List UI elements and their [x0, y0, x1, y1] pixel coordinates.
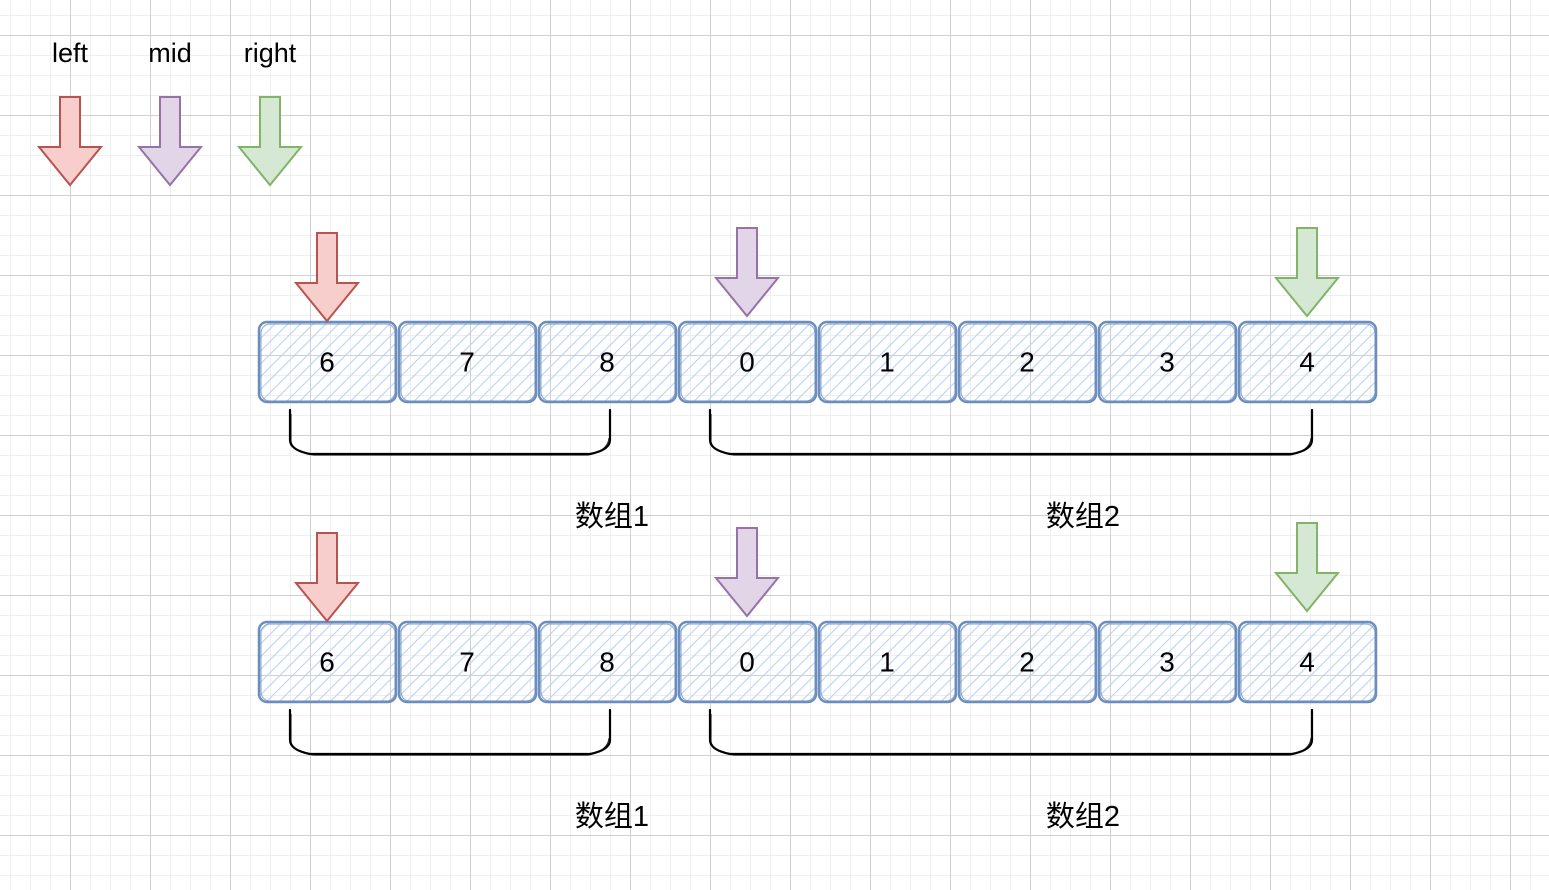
array-cell: 8 — [537, 320, 678, 404]
pointer-mid-arrow-icon — [713, 527, 781, 618]
array-cell-box — [817, 320, 958, 404]
legend-label-right: right — [243, 38, 297, 68]
array-row-2: 6 7 8 0 1 2 3 4 — [257, 522, 1378, 756]
array-cell-box — [677, 320, 818, 404]
array-cell-value: 1 — [879, 347, 895, 378]
array-cell-sketch — [960, 623, 1096, 702]
array-cell-sketch — [1100, 623, 1236, 702]
group-brace — [288, 708, 612, 756]
array-cell-value: 3 — [1159, 347, 1175, 378]
array-cell: 4 — [1237, 320, 1378, 404]
legend-arrow-left-icon — [36, 96, 104, 187]
legend-label-left: left — [51, 38, 89, 68]
array-cell-value: 2 — [1019, 347, 1035, 378]
legend-arrow-right-icon — [236, 96, 304, 187]
array-cell-sketch — [1100, 323, 1236, 402]
array-cell: 7 — [397, 320, 538, 404]
array-cell-box — [397, 320, 538, 404]
array-cell: 2 — [957, 620, 1098, 704]
array-cell: 6 — [257, 320, 398, 404]
array-cell-value: 0 — [739, 347, 755, 378]
group-label-array1-row1: 数组1 — [574, 501, 650, 533]
array-cell-value: 1 — [879, 647, 895, 678]
array-cell-box — [1237, 320, 1378, 404]
legend-arrow-mid-icon — [136, 96, 204, 187]
array-cell-box — [537, 620, 678, 704]
legend-label-mid: mid — [148, 38, 192, 68]
array-cell: 8 — [537, 620, 678, 704]
array-cell-sketch — [260, 623, 396, 702]
array-cell-value: 7 — [459, 647, 475, 678]
array-cell-value: 6 — [319, 647, 335, 678]
array-cell: 3 — [1097, 620, 1238, 704]
array-cell-sketch — [540, 323, 676, 402]
array-cell-value: 4 — [1299, 647, 1315, 678]
array-cell: 6 — [257, 620, 398, 704]
pointer-right-arrow-icon — [1273, 227, 1341, 318]
group-label-array2-row2: 数组2 — [1045, 801, 1121, 833]
array-cell-value: 6 — [319, 347, 335, 378]
array-cell-box — [677, 620, 818, 704]
array-cell-box — [957, 620, 1098, 704]
pointer-left-arrow-icon — [293, 532, 361, 623]
array-cell-sketch — [260, 323, 396, 402]
array-cell-box — [1097, 620, 1238, 704]
array-cell-value: 2 — [1019, 647, 1035, 678]
array-cell-sketch — [400, 623, 536, 702]
array-cell: 7 — [397, 620, 538, 704]
array-cell-value: 3 — [1159, 647, 1175, 678]
array-cell-value: 4 — [1299, 347, 1315, 378]
array-cell: 1 — [817, 320, 958, 404]
array-cell-box — [1097, 320, 1238, 404]
array-cell-sketch — [1240, 623, 1376, 702]
array-cell-value: 7 — [459, 347, 475, 378]
array-cell-sketch — [540, 623, 676, 702]
group-brace — [708, 708, 1314, 756]
array-cell: 1 — [817, 620, 958, 704]
array-cell-value: 8 — [599, 347, 615, 378]
array-cell-sketch — [820, 623, 956, 702]
array-cell-box — [817, 620, 958, 704]
group-label-array2-row1: 数组2 — [1045, 501, 1121, 533]
group-brace-sketch — [710, 414, 1312, 456]
pointer-right-arrow-icon — [1273, 522, 1341, 613]
array-cell-value: 0 — [739, 647, 755, 678]
array-cell: 0 — [677, 620, 818, 704]
array-row-1: 6 7 8 0 1 2 3 4 — [257, 227, 1378, 456]
array-cell-box — [537, 320, 678, 404]
pointer-mid-arrow-icon — [713, 227, 781, 318]
array-cell-box — [257, 620, 398, 704]
array-cell-box — [957, 320, 1098, 404]
group-brace-sketch — [710, 714, 1312, 756]
array-cell-box — [397, 620, 538, 704]
pointer-left-arrow-icon — [293, 232, 361, 323]
array-cell-box — [1237, 620, 1378, 704]
group-brace — [708, 408, 1314, 456]
array-cell-sketch — [960, 323, 1096, 402]
group-brace — [288, 408, 612, 456]
array-cell-box — [257, 320, 398, 404]
array-cell-sketch — [1240, 323, 1376, 402]
array-cell: 0 — [677, 320, 818, 404]
array-cell: 2 — [957, 320, 1098, 404]
group-brace-sketch — [290, 414, 610, 456]
array-cell-value: 8 — [599, 647, 615, 678]
array-cell-sketch — [680, 323, 816, 402]
group-label-array1-row2: 数组1 — [574, 801, 650, 833]
group-brace-sketch — [290, 714, 610, 756]
array-cell-sketch — [400, 323, 536, 402]
array-cell-sketch — [820, 323, 956, 402]
array-cell-sketch — [680, 623, 816, 702]
array-cell: 4 — [1237, 620, 1378, 704]
array-cell: 3 — [1097, 320, 1238, 404]
